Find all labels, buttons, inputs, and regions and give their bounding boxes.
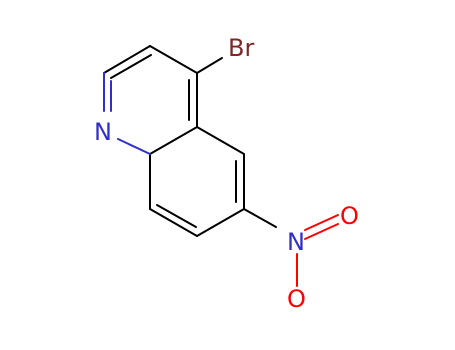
bond-n1-c8a xyxy=(117,138,151,155)
bond-c7-c8-inner xyxy=(156,204,197,228)
nitro-nitrogen-atom-label: N xyxy=(287,228,305,256)
bond-c7-c8 xyxy=(149,208,198,237)
bond-c2-c3-inner xyxy=(110,54,152,79)
bond-c4a-c5 xyxy=(196,126,245,155)
bond-c2-c3 xyxy=(103,45,151,74)
bromine-atom-label: Br xyxy=(228,34,254,62)
nitro-oxygen-top-atom-label: O xyxy=(340,202,359,230)
bond-c6-nitro xyxy=(243,208,277,228)
bond-nitro-o-top xyxy=(304,214,339,231)
bond-c3-c4 xyxy=(149,45,198,74)
bond-c6-c7 xyxy=(196,208,245,237)
nitro-oxygen-bottom-atom-label: O xyxy=(287,285,306,313)
ring-nitrogen-atom-label: N xyxy=(94,118,112,146)
bond-nitro-o-top-inner xyxy=(304,223,339,240)
bond-c4a-c8a xyxy=(149,126,198,155)
bond-c4-br xyxy=(196,57,223,74)
